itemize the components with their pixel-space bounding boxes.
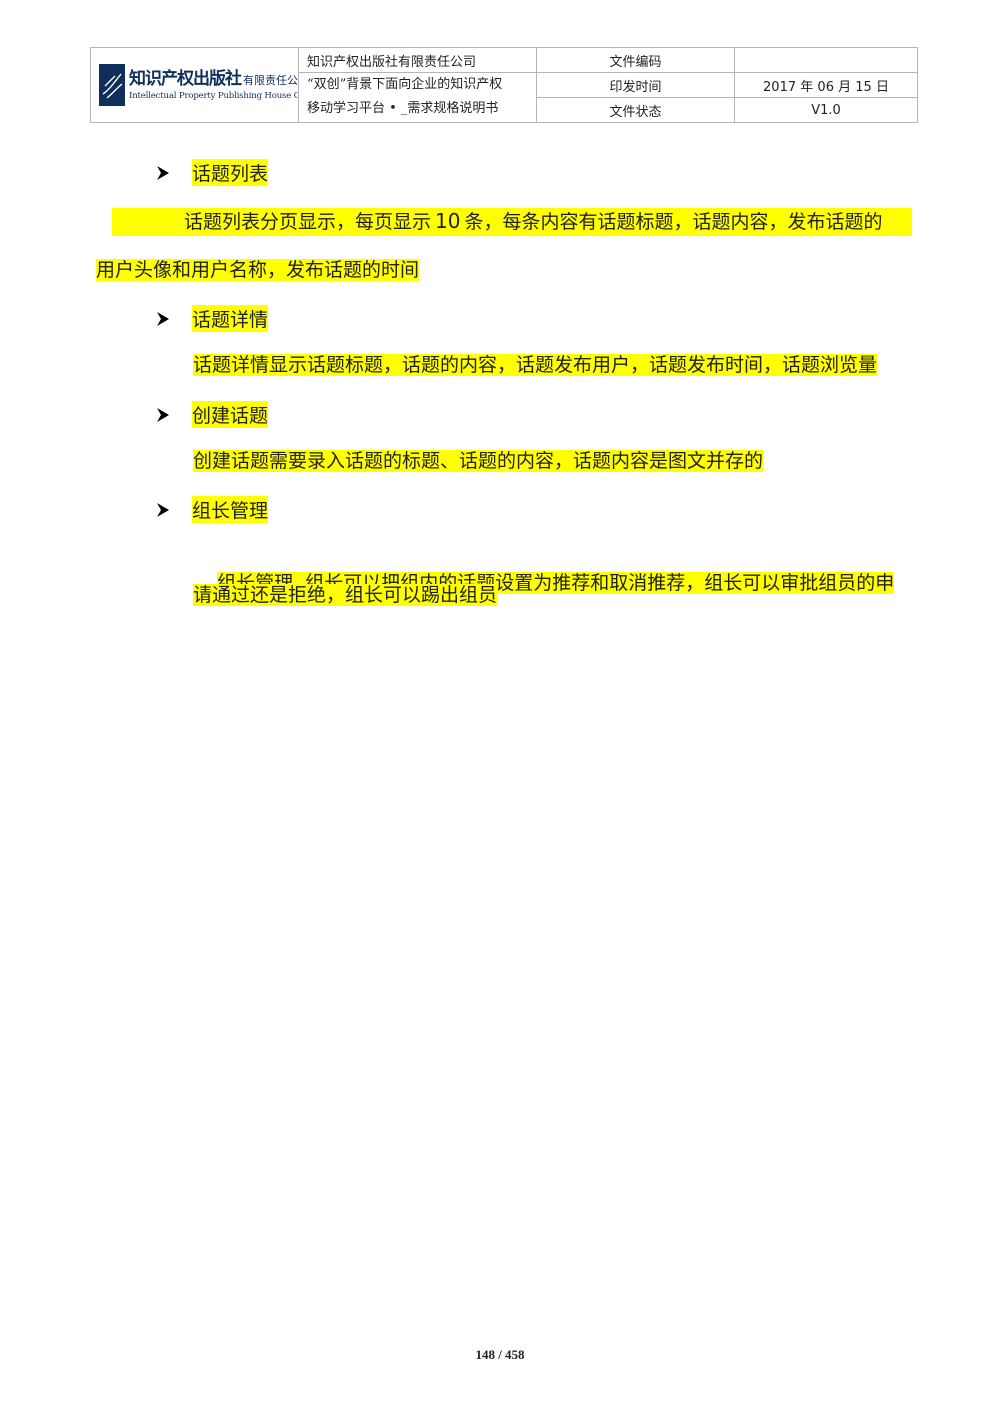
document-title-line2: 移动学习平台 • _需求规格说明书 <box>307 101 499 116</box>
section-title: 话题详情 <box>192 305 269 332</box>
section-title: 话题列表 <box>192 159 269 186</box>
topic-detail-text: 话题详情显示话题标题，话题的内容，话题发布用户，话题发布时间，话题浏览量 <box>193 354 878 376</box>
page-number: 148 / 458 <box>475 1347 525 1362</box>
document-header-table: 知识产权出版社有限责任公司 Intellectual Property Publ… <box>90 47 918 123</box>
label-doc-code: 文件编码 <box>536 47 735 73</box>
arrow-bullet-icon <box>157 407 169 422</box>
logo-name-cn: 知识产权出版社 <box>129 69 242 89</box>
section-heading-topic-list: 话题列表 <box>156 159 269 186</box>
topic-list-line1-a: 话题列表分页显示，每页显示 <box>184 211 432 233</box>
date-day: 15 <box>855 79 872 95</box>
logo-name-suffix: 有限责任公司 <box>243 74 298 87</box>
logo-cell: 知识产权出版社有限责任公司 Intellectual Property Publ… <box>90 47 299 123</box>
topic-list-page-size: 10 <box>435 209 461 233</box>
logo-emblem-icon <box>99 64 125 106</box>
value-issue-date: 2017 年 06 月 15 日 <box>734 72 918 98</box>
arrow-bullet-icon <box>157 502 169 517</box>
section-title: 组长管理 <box>192 496 269 523</box>
leader-mgmt-line2: 请通过还是拒绝，组长可以踢出组员 <box>193 584 498 606</box>
company-name: 知识产权出版社有限责任公司 <box>298 47 537 73</box>
section-heading-topic-detail: 话题详情 <box>156 305 269 332</box>
label-doc-status: 文件状态 <box>536 97 735 123</box>
topic-list-line2: 用户头像和用户名称，发布话题的时间 <box>96 259 420 281</box>
section-heading-leader-management: 组长管理 <box>156 496 269 523</box>
date-year: 2017 <box>763 79 797 95</box>
date-year-unit: 年 <box>800 79 814 95</box>
document-title: “双创”背景下面向企业的知识产权 移动学习平台 • _需求规格说明书 <box>298 72 537 123</box>
date-day-unit: 日 <box>875 79 889 95</box>
section-heading-create-topic: 创建话题 <box>156 401 269 428</box>
topic-list-line1-b: 条，每条内容有话题标题，话题内容，发布话题的 <box>464 211 883 233</box>
value-doc-status: V1.0 <box>734 97 918 123</box>
arrow-bullet-icon <box>157 165 169 180</box>
logo-name-en: Intellectual Property Publishing House C… <box>129 91 298 101</box>
arrow-bullet-icon <box>157 311 169 326</box>
document-title-line1: “双创”背景下面向企业的知识产权 <box>307 77 503 92</box>
label-issue-date: 印发时间 <box>536 72 735 98</box>
section-title: 创建话题 <box>192 401 269 428</box>
company-logo: 知识产权出版社有限责任公司 Intellectual Property Publ… <box>92 49 298 121</box>
value-doc-code <box>734 47 918 73</box>
date-month: 06 <box>817 79 834 95</box>
date-month-unit: 月 <box>838 79 852 95</box>
create-topic-text: 创建话题需要录入话题的标题、话题的内容，话题内容是图文并存的 <box>193 450 764 472</box>
